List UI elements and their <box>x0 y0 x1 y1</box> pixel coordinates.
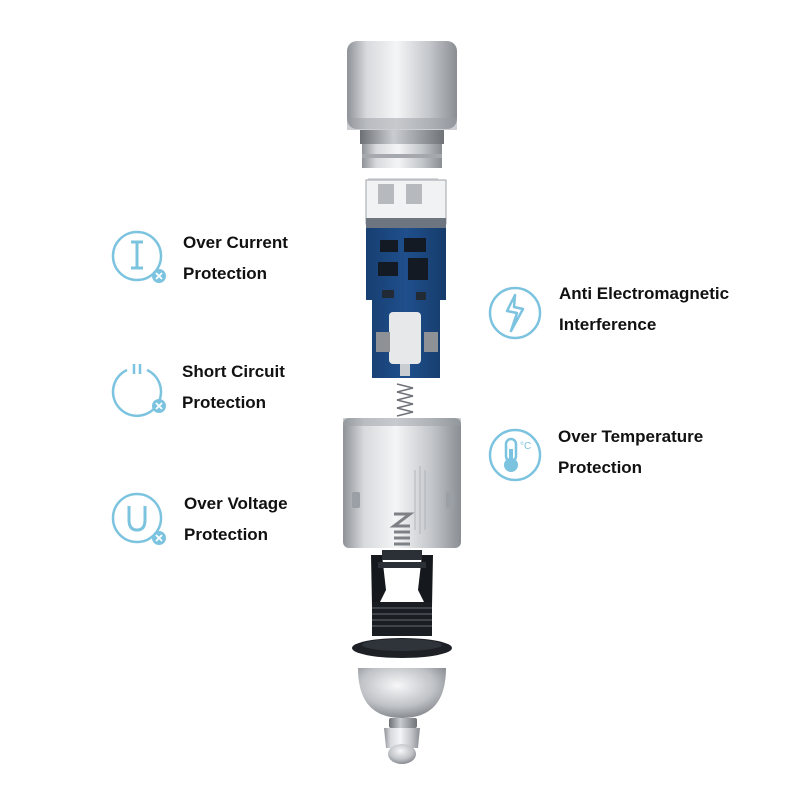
over-temperature-label: Over Temperature Protection <box>558 427 704 477</box>
over-current-label: Over Current Protection <box>183 233 288 283</box>
clips <box>371 550 433 606</box>
current-icon <box>111 230 166 283</box>
power-icon <box>111 364 166 418</box>
short-circuit-label: Short Circuit Protection <box>182 362 285 412</box>
circuit-board <box>365 178 447 378</box>
celsius-unit: °C <box>520 441 531 452</box>
zmi-logo <box>389 512 415 546</box>
main-body <box>343 418 461 548</box>
voltage-icon <box>111 492 166 545</box>
spring <box>396 383 414 417</box>
anti-emi-label: Anti Electromagnetic Interference <box>559 284 730 334</box>
over-voltage-label: Over Voltage Protection <box>184 494 288 544</box>
lightning-icon <box>488 286 542 340</box>
dome-tip <box>358 668 446 764</box>
threaded-collar <box>352 602 452 658</box>
top-cap <box>347 41 457 168</box>
thermometer-icon: °C <box>488 428 542 482</box>
